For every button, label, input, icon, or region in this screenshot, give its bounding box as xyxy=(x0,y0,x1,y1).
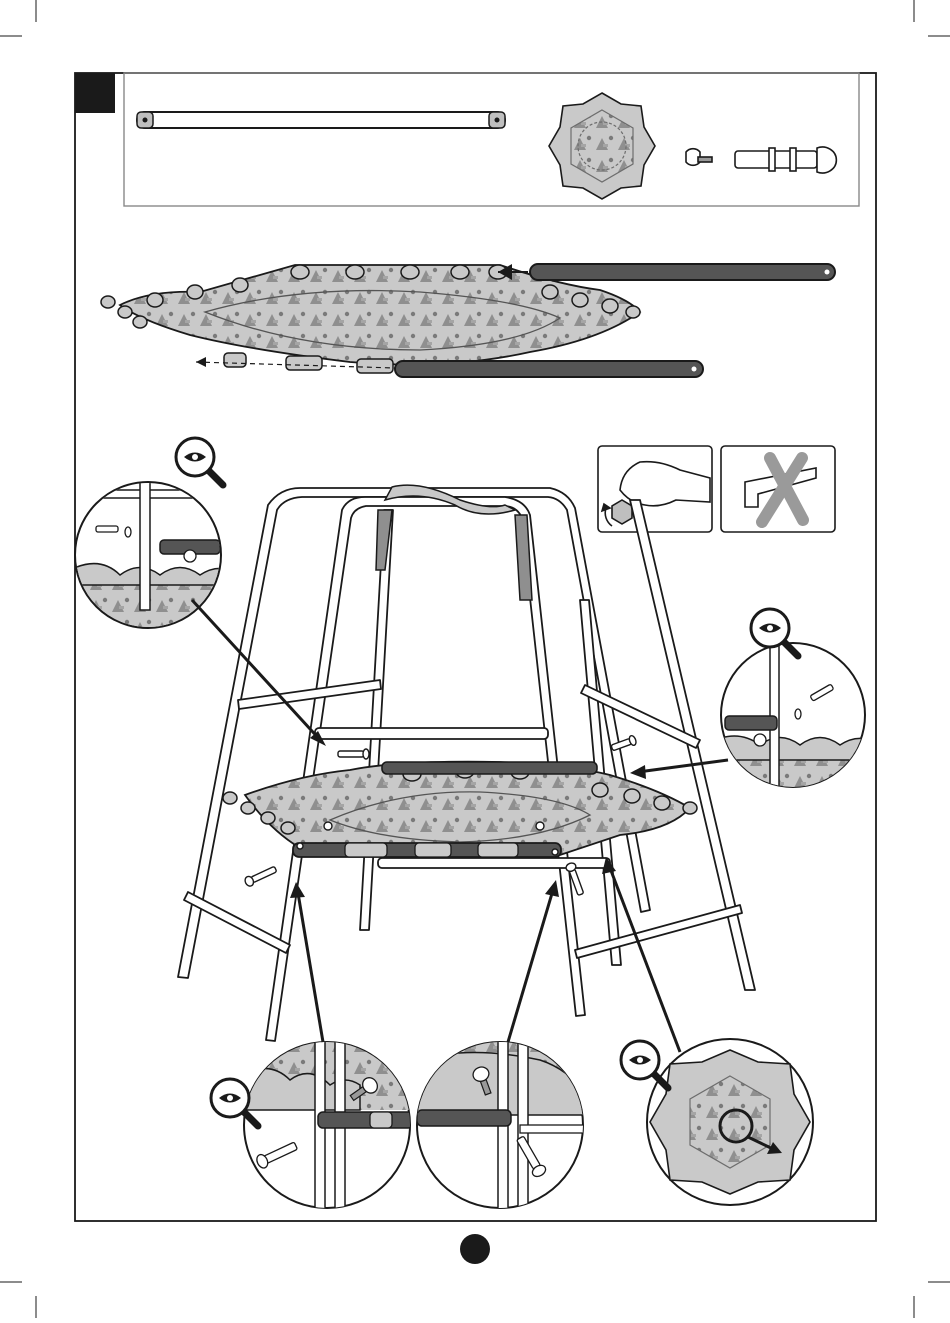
no-tool-panel xyxy=(721,446,835,532)
page-number-badge xyxy=(460,1234,490,1264)
step-badge xyxy=(75,73,115,113)
detail-callout-right xyxy=(630,640,875,805)
mat-insert-tubes-illustration xyxy=(101,264,835,377)
detail-callout-bottom-3 xyxy=(602,857,813,1205)
part-short-tube xyxy=(137,112,505,128)
detail-callout-left xyxy=(70,470,326,746)
parts-box xyxy=(124,73,859,206)
hand-tighten-panel xyxy=(598,446,712,532)
eye-magnifier-icon xyxy=(176,438,223,485)
detail-callout-bottom-2 xyxy=(417,880,590,1210)
eye-magnifier-icon xyxy=(621,1041,668,1088)
part-center-sticker xyxy=(549,93,655,199)
part-bolt-and-cap-nut xyxy=(686,147,836,173)
detail-callout-bottom-1 xyxy=(244,882,414,1210)
